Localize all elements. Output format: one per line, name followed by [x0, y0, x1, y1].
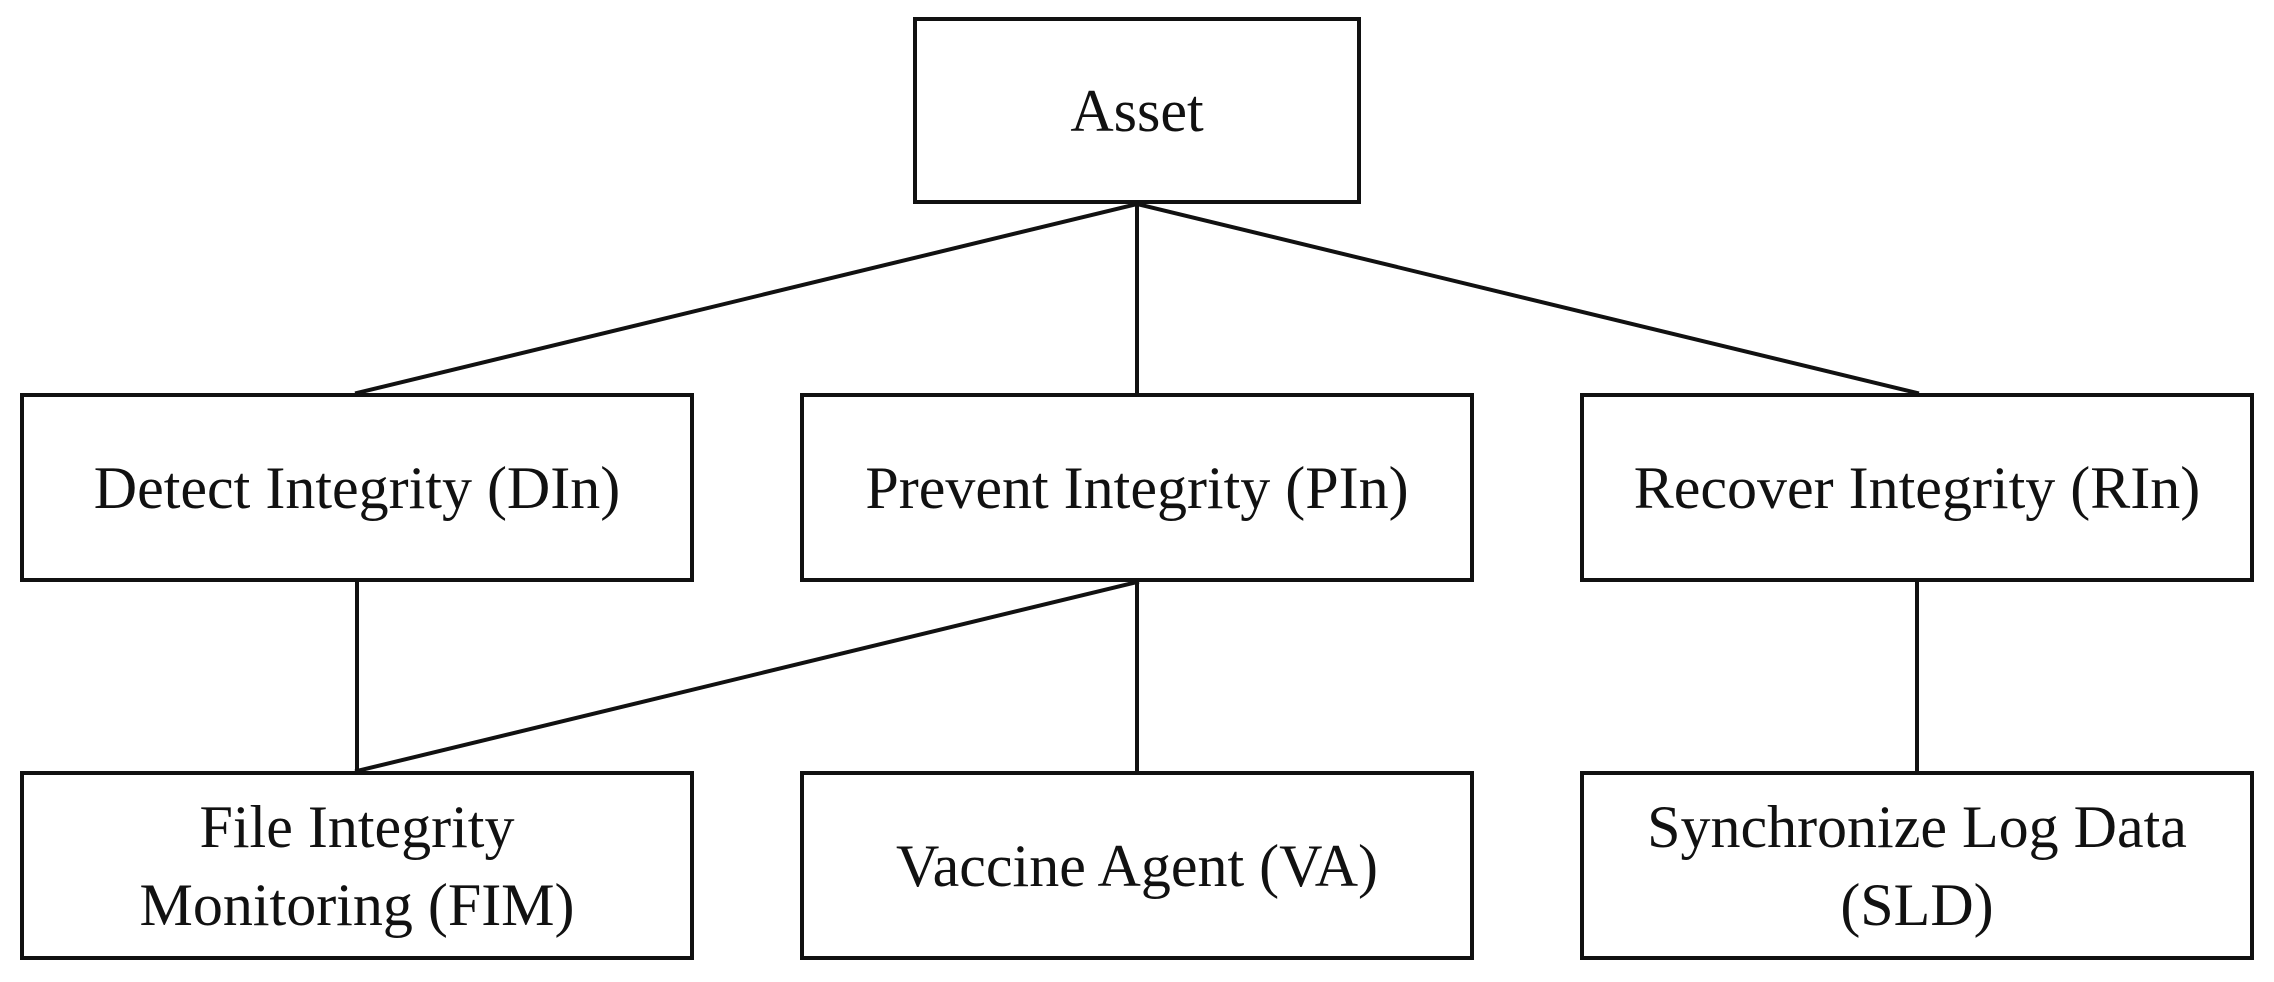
edge-asset-detect	[354, 201, 1140, 396]
node-recover-integrity: Recover Integrity (RIn)	[1580, 393, 2254, 582]
node-synchronize-log-label: Synchronize Log Data (SLD)	[1647, 793, 2187, 938]
node-recover-integrity-label: Recover Integrity (RIn)	[1633, 454, 2201, 521]
node-file-integrity-label: File Integrity Monitoring (FIM)	[139, 793, 575, 938]
node-asset-label: Asset	[1070, 77, 1204, 144]
edge-asset-recover	[1134, 201, 1920, 396]
node-prevent-integrity-label: Prevent Integrity (PIn)	[865, 454, 1409, 521]
node-asset: Asset	[913, 17, 1361, 204]
node-file-integrity: File Integrity Monitoring (FIM)	[20, 771, 694, 960]
edge-prevent-fim	[354, 579, 1140, 774]
node-synchronize-log: Synchronize Log Data (SLD)	[1580, 771, 2254, 960]
node-detect-integrity: Detect Integrity (DIn)	[20, 393, 694, 582]
node-prevent-integrity: Prevent Integrity (PIn)	[800, 393, 1474, 582]
node-vaccine-agent-label: Vaccine Agent (VA)	[895, 832, 1379, 899]
node-vaccine-agent: Vaccine Agent (VA)	[800, 771, 1474, 960]
node-detect-integrity-label: Detect Integrity (DIn)	[93, 454, 621, 521]
